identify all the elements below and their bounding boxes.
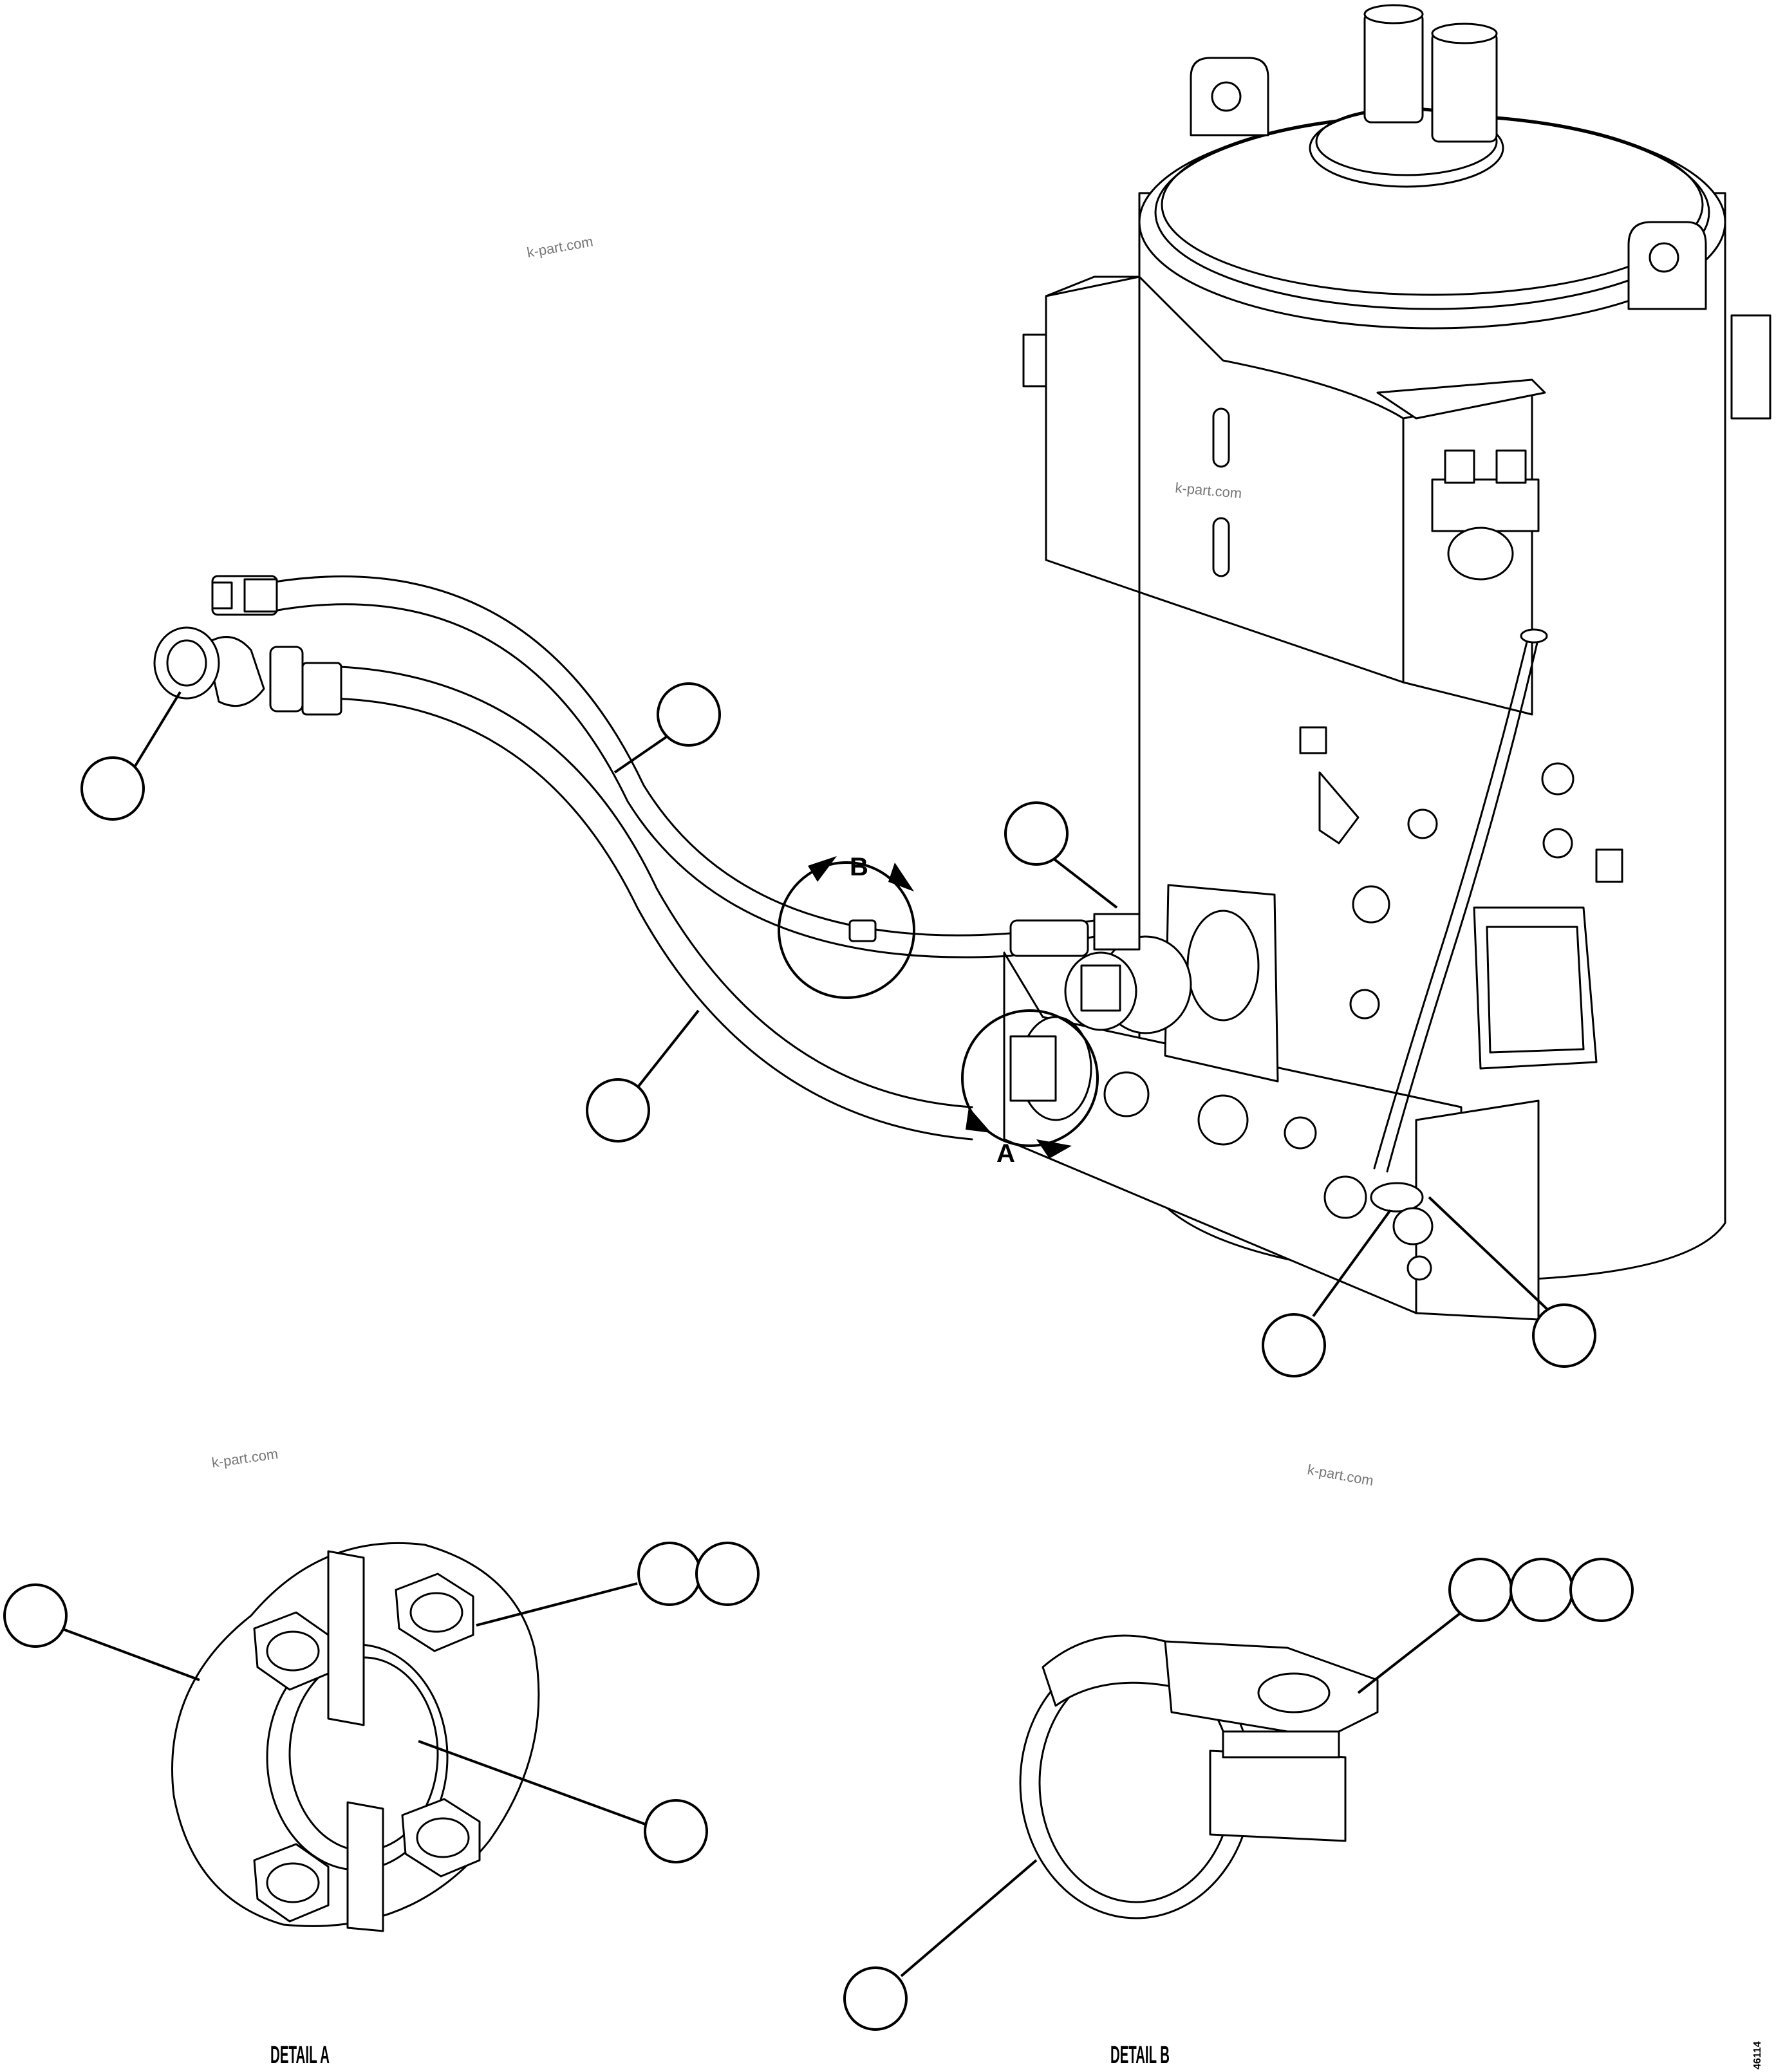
watermark: k-part.com: [1306, 1461, 1375, 1489]
detail-a-marker: A: [961, 1009, 1099, 1168]
watermark: k-part.com: [526, 233, 595, 261]
callout-bubble: [644, 1799, 708, 1863]
hose-clamp-small: [848, 919, 877, 942]
callout-bubble: [1262, 1313, 1326, 1377]
figure-number: 46114: [1752, 2041, 1763, 2069]
callout-bubble: [1448, 1558, 1513, 1622]
callout-bubble: [695, 1542, 760, 1606]
hydraulic-tank-assembly: [1003, 4, 1771, 1321]
callout-bubble: [1509, 1558, 1574, 1622]
callout-bubble: [843, 1966, 908, 2031]
detail-a-title: DETAIL A: [270, 2042, 330, 2069]
callout-bubble: [1569, 1558, 1634, 1622]
callout-bubble: [657, 682, 721, 747]
bolt: [253, 1611, 330, 1691]
bolt: [253, 1843, 330, 1923]
callout-bubbles-main: [80, 682, 1596, 1377]
detail-b-title: DETAIL B: [1110, 2042, 1170, 2069]
callout-bubble: [80, 756, 145, 821]
detail-b-marker: B: [778, 853, 915, 999]
watermark: k-part.com: [210, 1446, 279, 1471]
callout-bubble: [3, 1583, 68, 1648]
bolt: [401, 1798, 481, 1878]
callout-bubble: [637, 1542, 702, 1606]
detail-b-hose-clamp: DETAIL B: [843, 1558, 1634, 2069]
detail-a-flange-clamp: DETAIL A: [3, 1542, 760, 2069]
view-marker-a: A: [996, 1139, 1015, 1168]
hose-assembly-suction: [153, 626, 973, 1141]
callout-bubble: [1532, 1303, 1596, 1368]
callout-bubble: [1004, 801, 1069, 866]
drain-hose: [1370, 628, 1548, 1246]
bolt: [395, 1573, 474, 1652]
view-marker-b: B: [850, 853, 868, 881]
hose-assembly-pressure: [211, 575, 1141, 958]
callout-bubble: [586, 1078, 650, 1143]
